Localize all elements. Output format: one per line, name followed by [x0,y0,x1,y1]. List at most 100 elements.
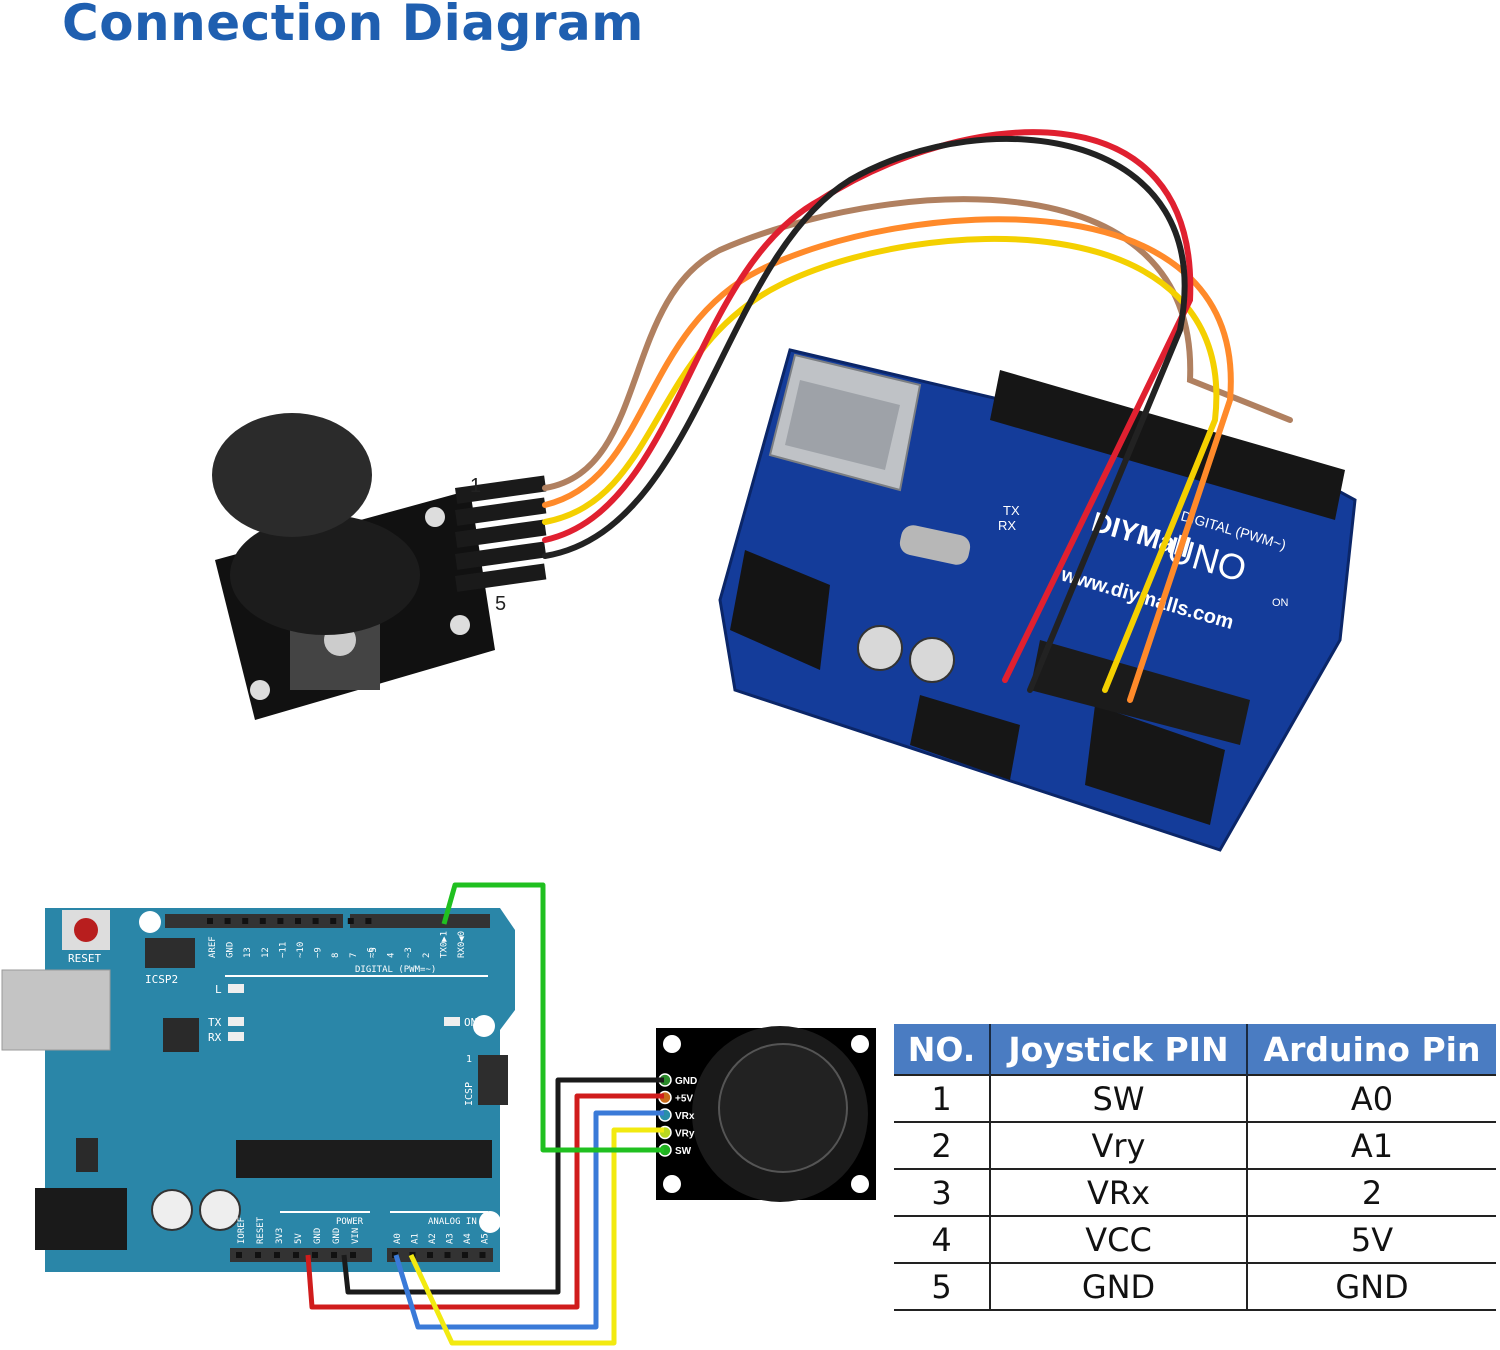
crystal-icon [899,525,971,565]
header-pin [295,918,301,924]
table-header-row: NO. Joystick PIN Arduino Pin [894,1024,1496,1075]
atmega-chip-icon [236,1140,492,1178]
wire-a1 [408,1127,664,1346]
table-row: 2 Vry A1 [894,1121,1496,1169]
power-label: POWER [336,1217,364,1227]
cell-joystick-pin: SW [990,1074,1248,1122]
digital-pin-label: 2 [422,953,432,958]
digital-pin-label: ~6 [366,947,376,958]
analog-header [387,1248,493,1262]
header-arduino-pin: Arduino Pin [1247,1024,1496,1075]
joystick-cap-icon [718,1043,848,1173]
icsp-pin1: 1 [466,1054,472,1065]
cell-arduino-pin: GND [1247,1262,1496,1311]
cell-arduino-pin: 5V [1247,1215,1496,1263]
header-pin [293,1252,299,1258]
joystick-cap-icon [212,413,372,537]
icsp-label: ICSP [464,1082,475,1106]
icsp-header [478,1055,508,1105]
table-row: 1 SW A0 [894,1074,1496,1122]
led-tx-icon [228,1017,244,1026]
header-joystick-pin: Joystick PIN [990,1024,1248,1075]
power-pin-label: GND [332,1228,342,1244]
header-pin [330,918,337,924]
cell-joystick-pin: GND [990,1262,1248,1311]
header-pin [347,918,354,924]
power-pin-label: 5V [294,1233,304,1244]
led-tx-label: TX [1003,503,1020,518]
cell-no: 4 [894,1215,991,1263]
led-rx-label: RX [208,1031,222,1044]
pin-callout-5: 5 [495,593,506,615]
digital-pin-label: 7 [349,953,359,958]
icsp2-label: ICSP2 [145,973,178,986]
table-row: 3 VRx 2 [894,1168,1496,1216]
digital-header-right [350,914,490,928]
regulator-icon [76,1138,98,1172]
header-no: NO. [894,1024,991,1075]
header-pin [365,918,372,924]
analog-pin-label: A5 [481,1233,491,1244]
joystick-module-photo: 1 5 [212,413,547,720]
arduino-uno-photo-board: DIYMall UNO www.diymalls.com DIGITAL (PW… [718,348,1357,852]
led-on-label: ON [464,1016,477,1029]
analog-pin-label: A1 [411,1233,421,1244]
table-row: 4 VCC 5V [894,1215,1496,1263]
digital-pin-label: ~9 [314,947,324,958]
usb-port-icon [1,969,111,1051]
table-row: 5 GND GND [894,1262,1496,1311]
header-pin [427,1252,433,1258]
led-on-label: ON [1272,597,1289,609]
header-pin [331,1252,337,1258]
joystick-pin-label: SW [675,1146,692,1157]
led-rx-icon [228,1032,244,1041]
digital-pin-label: AREF [208,936,218,958]
cell-arduino-pin: A1 [1247,1121,1496,1169]
wire-yellow [542,236,1220,693]
header-pin [312,1252,318,1258]
reset-button-icon [74,918,98,942]
wire-black [542,135,1188,693]
led-l-icon [228,984,244,993]
joystick-pin-label: VRy [675,1129,695,1140]
cell-joystick-pin: VCC [990,1215,1248,1263]
analog-pin-label: A4 [463,1233,473,1244]
digital-pin-label: 4 [387,953,397,958]
header-pin [207,918,213,924]
page-title: Connection Diagram [62,0,644,52]
header-pin [312,918,319,924]
cell-arduino-pin: 2 [1247,1168,1496,1216]
power-pin-label: IOREF [237,1217,247,1244]
digital-pin-label: 12 [261,947,271,958]
schematic-wires [305,882,664,1346]
wire-5v [305,1093,664,1310]
wiring-photo: DIYMall UNO www.diymalls.com DIGITAL (PW… [212,129,1357,852]
joystick-pin-icon [658,1090,672,1105]
joystick-pin-label: GND [675,1076,697,1087]
led-tx-label: TX [208,1016,222,1029]
digital-pin-label: TX0▶1 [439,931,449,958]
digital-pin-label: ~3 [404,947,414,958]
chip-icon [163,1018,199,1052]
dc-jack-icon [730,550,830,670]
cell-arduino-pin: A0 [1247,1074,1496,1122]
atmega-chip-photo [1030,640,1250,745]
wire-d2 [441,882,664,1153]
analog-label: ANALOG IN [428,1217,477,1227]
digital-header-left [165,914,343,928]
cell-no: 1 [894,1074,991,1122]
joystick-pin-label: +5V [675,1094,693,1105]
cell-no: 5 [894,1262,991,1311]
digital-pin-label: GND [226,942,236,958]
wire-gnd [341,1077,664,1295]
power-pin-label: RESET [256,1216,266,1244]
digital-header-photo [990,370,1345,520]
capacitor-icon [909,637,955,683]
header-pin [444,1252,451,1258]
digital-pin-label: ~10 [296,942,306,958]
pin-mapping-table: NO. Joystick PIN Arduino Pin 1 SW A0 2 V… [894,1024,1496,1311]
joystick-pin-icon [658,1143,672,1157]
